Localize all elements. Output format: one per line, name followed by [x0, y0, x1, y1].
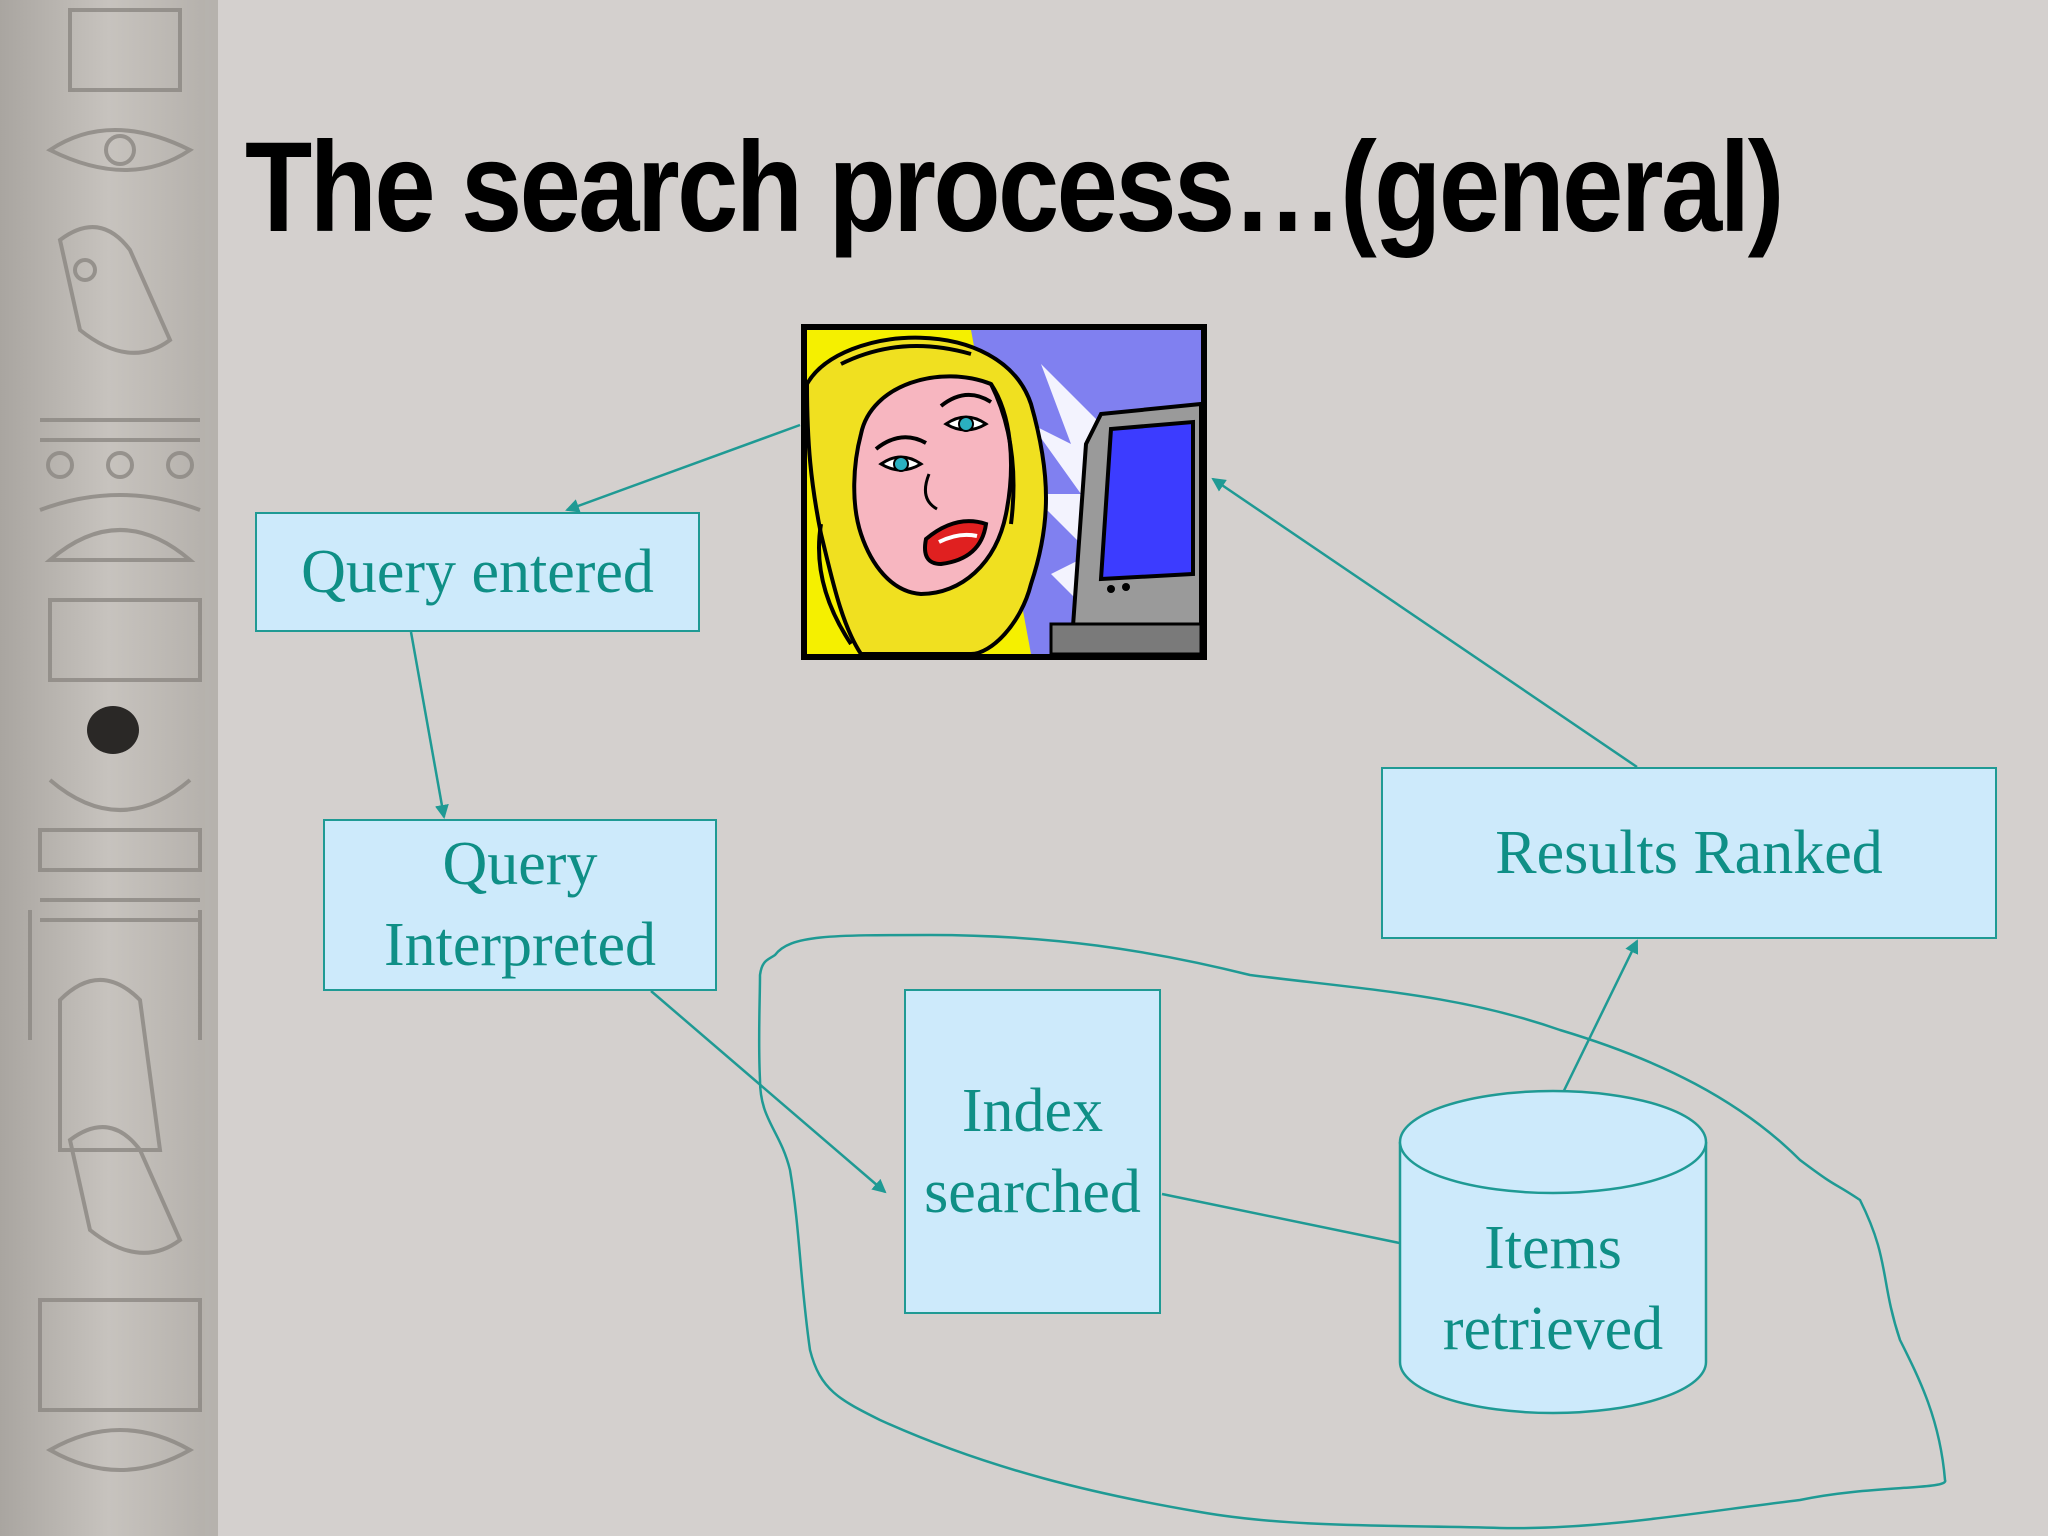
arrow-index-to-items	[1161, 1192, 1416, 1251]
node-index-searched-line2: searched	[924, 1157, 1141, 1226]
node-query-interpreted: Query Interpreted	[323, 819, 717, 991]
node-results-ranked-label: Results Ranked	[1495, 818, 1883, 887]
node-results-ranked: Results Ranked	[1381, 767, 1997, 939]
node-items-retrieved: Items retrieved	[1410, 1208, 1696, 1369]
node-query-entered-label: Query entered	[301, 537, 654, 606]
arrow-items-to-ranked	[1553, 939, 1639, 1110]
hieroglyph-strip	[0, 0, 218, 1536]
node-query-entered: Query entered	[255, 512, 700, 632]
node-items-retrieved-line1: Items	[1484, 1214, 1622, 1282]
node-index-searched: Index searched	[904, 989, 1161, 1314]
woman-at-computer-clipart	[801, 324, 1207, 660]
slide-title: The search process…(general)	[245, 116, 1784, 259]
node-query-interpreted-line1: Query	[442, 830, 598, 899]
items-retrieved-cylinder	[1398, 1089, 1708, 1415]
arrow-ranked-to-user	[1211, 477, 1638, 769]
node-index-searched-line1: Index	[961, 1076, 1104, 1145]
node-items-retrieved-line2: retrieved	[1442, 1294, 1664, 1363]
node-query-interpreted-line2: Interpreted	[384, 911, 656, 979]
lasso-loop	[757, 933, 1947, 1530]
arrow-entered-to-interpreted	[409, 631, 449, 819]
arrow-user-to-query	[565, 423, 801, 513]
arrow-interpreted-to-index	[650, 990, 887, 1194]
